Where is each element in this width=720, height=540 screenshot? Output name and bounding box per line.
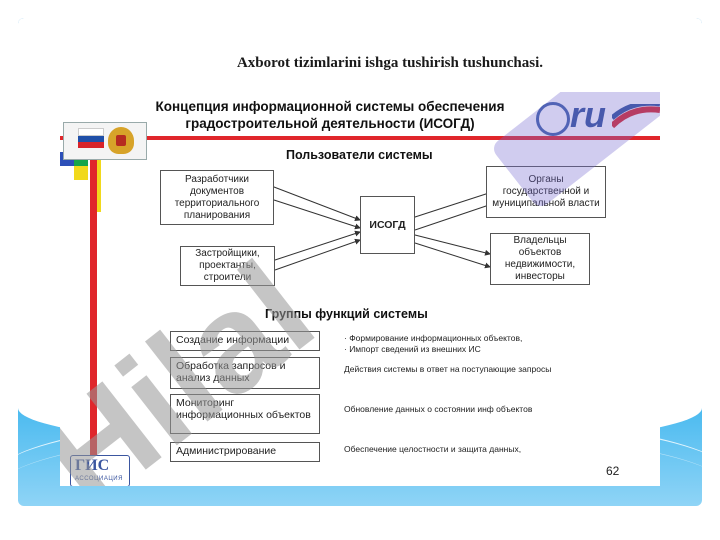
function-requests-desc: Действия системы в ответ на поступающие … <box>344 364 552 374</box>
user-group-builders: Застройщики, проектанты, строители <box>180 246 275 286</box>
embedded-diagram-image: Концепция информационной системы обеспеч… <box>60 92 660 486</box>
function-requests: Обработка запросов и анализ данных <box>170 357 320 389</box>
russia-emblem-logo <box>63 122 147 160</box>
user-group-authorities: Органы государственной и муниципальной в… <box>486 166 606 218</box>
function-monitoring-desc: Обновление данных о состоянии инф объект… <box>344 404 533 414</box>
function-create-info: Создание информации <box>170 331 320 351</box>
users-section-title: Пользователи системы <box>286 148 433 162</box>
coat-of-arms-icon <box>108 127 134 154</box>
function-admin: Администрирование <box>170 442 320 462</box>
function-monitoring: Мониторинг информационных объектов <box>170 394 320 434</box>
gis-logo-text: ГИС <box>75 457 110 474</box>
diagram-title: Концепция информационной системы обеспеч… <box>155 99 505 131</box>
flag-wave-icon <box>612 104 660 129</box>
functions-section-title: Группы функций системы <box>265 307 428 321</box>
yellow-square <box>74 166 88 180</box>
red-horizontal-bar <box>60 136 660 140</box>
function-admin-desc: Обеспечение целостности и защита данных, <box>344 444 522 454</box>
russian-flag-icon <box>78 128 104 148</box>
page-number: 62 <box>606 464 620 478</box>
function-create-info-desc: · Формирование информационных объектов, … <box>344 333 523 354</box>
ministry-logo: ru <box>532 94 660 136</box>
ministry-circle-icon <box>536 102 570 136</box>
red-vertical-bar <box>90 142 97 486</box>
gis-logo-subtext: АССОЦИАЦИЯ <box>75 476 123 482</box>
gis-association-logo: ГИС АССОЦИАЦИЯ <box>70 455 130 486</box>
yellow-vertical-bar <box>97 142 101 212</box>
connector-arrows <box>268 182 493 271</box>
user-group-developers: Разработчики документов территориального… <box>160 170 274 225</box>
isogd-center-node: ИСОГД <box>360 196 415 254</box>
user-group-owners: Владельцы объектов недвижимости, инвесто… <box>490 233 590 285</box>
ru-logo-text: ru <box>570 94 606 135</box>
slide-title: Axborot tizimlarini ishga tushirish tush… <box>236 55 544 71</box>
